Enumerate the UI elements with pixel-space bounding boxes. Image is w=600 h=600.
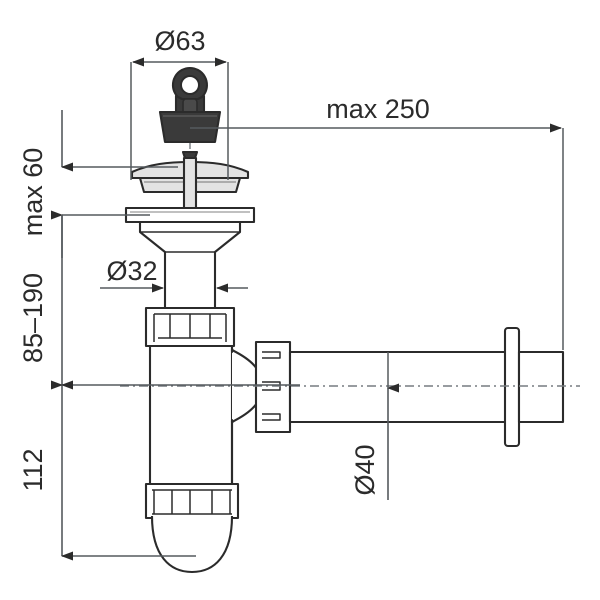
dim32-label: Ø32 [106, 256, 157, 286]
dim-height-bottom: 112 [18, 380, 196, 561]
dim60-label: max 60 [18, 148, 48, 237]
outlet-nut-body [254, 340, 292, 434]
strainer-stem [182, 156, 198, 212]
bowl-cylinder [148, 344, 234, 489]
lower-nut [144, 482, 240, 520]
dim-length-max: max 250 [190, 94, 564, 350]
dim-diameter-pipe: Ø32 [100, 256, 248, 293]
outlet-pipe-body [288, 350, 512, 424]
upper-nut [144, 306, 236, 348]
upper-nut-ribs [153, 314, 227, 342]
lifting-ring-hole [180, 75, 200, 95]
part-geometry [120, 66, 580, 574]
outlet-pipe [120, 326, 580, 448]
dim-diameter-outlet: Ø40 [350, 352, 399, 500]
stopper-assembly [158, 66, 222, 144]
dimension-annotations: Ø63 max 250 max 60 85–190 [18, 26, 564, 561]
dim85190-label: 85–190 [18, 273, 48, 363]
dim-height-range: 85–190 [18, 215, 300, 390]
dim63-label: Ø63 [154, 26, 205, 56]
outlet-end-spigot [517, 350, 565, 424]
bottom-cap [150, 515, 234, 574]
strainer-assembly [130, 150, 250, 212]
outlet-wall-flange [503, 326, 521, 448]
stopper-body [158, 110, 222, 144]
dim112-label: 112 [18, 448, 48, 491]
dim250-label: max 250 [326, 94, 430, 124]
top-flange [124, 206, 256, 224]
lower-nut-body [144, 482, 240, 520]
trap-bowl [148, 344, 264, 489]
dim-height-max: max 60 [18, 110, 178, 258]
dim-diameter-top: Ø63 [130, 26, 229, 180]
bottom-cap-dome [150, 515, 234, 574]
lower-nut-ribs [153, 490, 231, 514]
dim40-label: Ø40 [350, 444, 380, 495]
